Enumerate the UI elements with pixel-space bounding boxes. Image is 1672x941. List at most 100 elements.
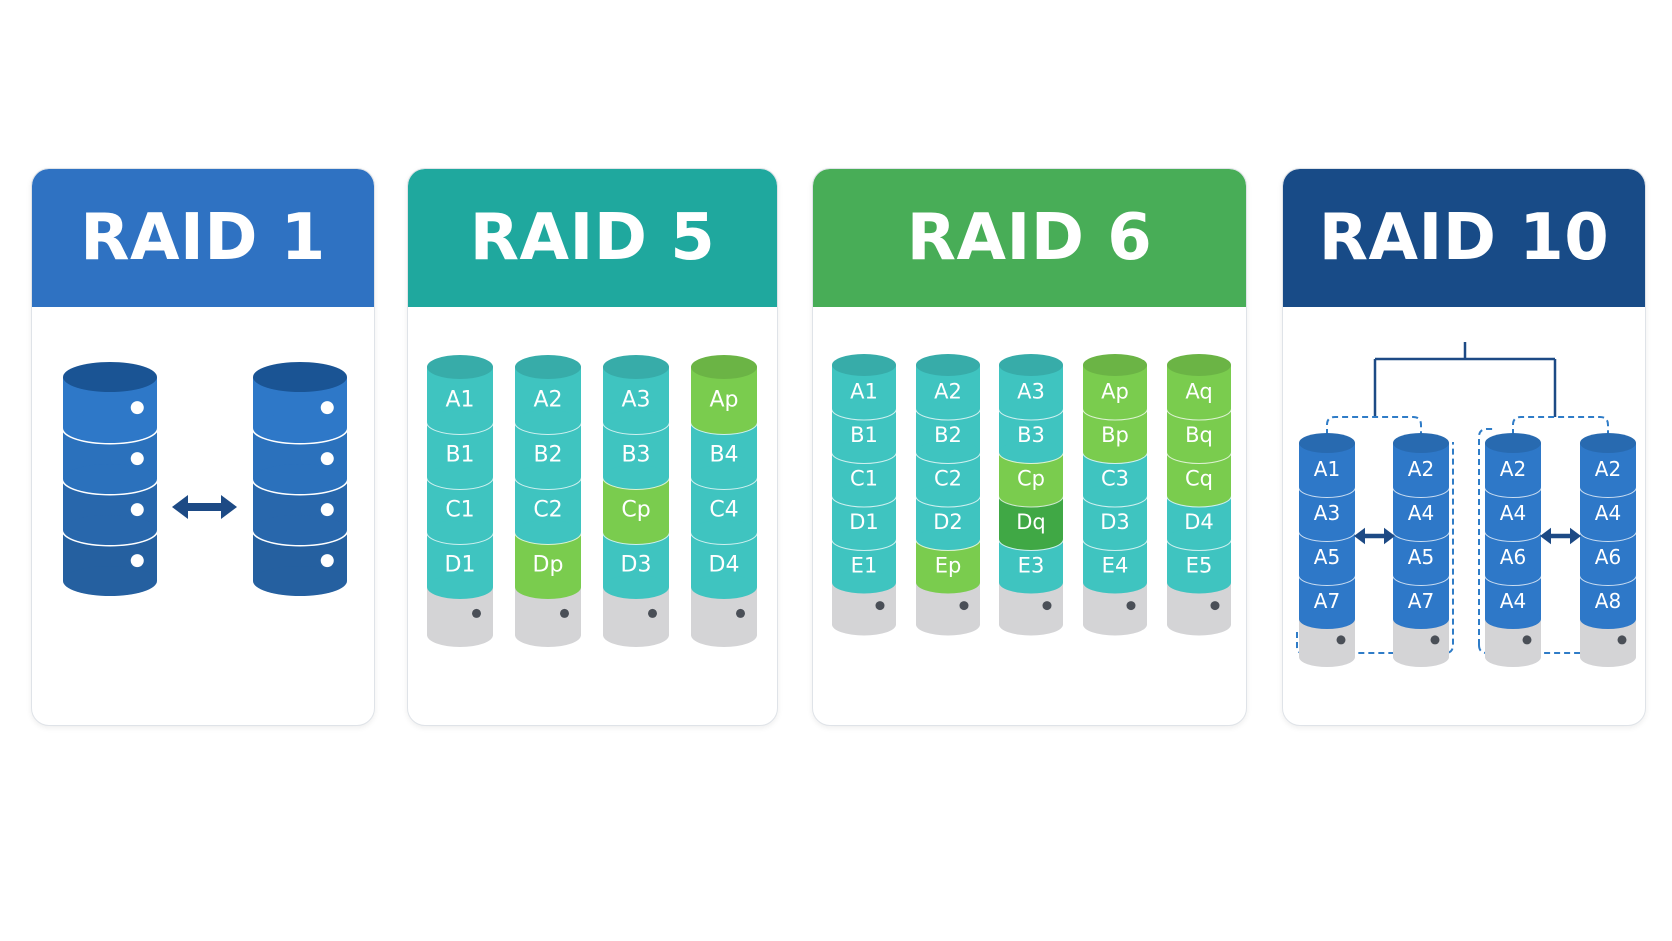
raid5-disk-4-block-label: B4: [709, 443, 738, 468]
raid5-disk-3-block-label: D3: [621, 553, 652, 578]
raid5-disk-2-led-icon: [560, 608, 569, 618]
raid6-disk-4-block-curve: [1083, 571, 1147, 594]
raid6-disk-4-block-curve: [1083, 528, 1147, 550]
raid1-disk-1-top-cap: [63, 362, 157, 392]
raid6-disk-3-led-icon: [1042, 601, 1052, 611]
raid5-disk-4-block-curve: [691, 575, 757, 599]
raid6-disk-5-block-curve: [1167, 484, 1231, 507]
raid5-disk-3-base-bottom: [603, 623, 669, 647]
raid5-disk-3-block-label: Cp: [621, 498, 650, 523]
raid10-disk-1-block-label: A5: [1314, 545, 1340, 569]
raid5-disk-1-block-label: C1: [445, 498, 474, 523]
raid10-disk-2-block-label: A4: [1408, 501, 1434, 525]
raid10-disk-1-top-cap: [1299, 433, 1355, 453]
raid10-disk-1-base-bottom: [1299, 647, 1355, 667]
raid6-disk-3-block-label: Cp: [1017, 466, 1045, 490]
raid10-disk-2-block-curve: [1393, 521, 1449, 541]
raid5-disk-3-block-label: B3: [621, 443, 650, 468]
raid1-double-arrow-icon-head-left: [172, 495, 188, 519]
raid10-mirror-bracket-1: [1326, 416, 1422, 435]
raid5-disk-2-block-curve: [515, 465, 581, 489]
raid6-disk-5-led-icon: [1210, 601, 1220, 611]
raid1-disk-1-platter-curve: [63, 413, 157, 443]
raid5-disk-1-top-cap: [427, 355, 493, 379]
raid6-disk-illustration: E1D1C1B1A1EpD2C2B2A2E3DqCpB3A3E4D3C3BpAp…: [831, 354, 1232, 636]
raid1-disk-2-platter-curve: [253, 413, 347, 443]
raid10-disk-3-block-label: A4: [1500, 501, 1526, 525]
raid10-disk-4-block-label: A6: [1595, 545, 1621, 569]
raid10-disk-3-top-cap: [1485, 433, 1541, 453]
raid1-disk-1-led-icon: [130, 452, 144, 466]
raid6-disk-1-block-curve: [832, 441, 896, 463]
raid6-disk-3-block-label: Dq: [1016, 510, 1046, 534]
raid10-mirror-bracket-2: [1512, 416, 1609, 435]
raid1-double-arrow-icon: [172, 495, 237, 519]
raid10-double-arrow-icon-2: [1540, 527, 1581, 545]
raid10-double-arrow-icon-1: [1354, 527, 1395, 545]
raid5-disk-4-top-cap: [691, 355, 757, 379]
raid10-disk-3-base-bottom: [1485, 647, 1541, 667]
raid1-disk-2-led-icon: [320, 401, 334, 415]
raid1-disk-1: [61, 362, 159, 596]
raid10-disk-3-block-curve: [1485, 521, 1541, 541]
raid6-disk-1-block-label: E1: [851, 553, 878, 577]
raid6-disk-1-block-curve: [832, 484, 896, 507]
raid1-body: [32, 307, 374, 725]
raid6-disk-4-block-label: E4: [1102, 553, 1129, 577]
raid10-disk-2-block-label: A7: [1408, 589, 1434, 613]
raid10-disk-2-block-curve: [1393, 477, 1449, 497]
raid6-disk-2-block-curve: [916, 571, 980, 594]
raid1-disk-2-top-cap: [253, 362, 347, 392]
raid6-disk-1-base-bottom: [832, 613, 896, 636]
raid6-disk-4-block-label: Bp: [1101, 423, 1129, 447]
raid6-disk-1-block-label: C1: [850, 466, 878, 490]
raid10-disk-1-block-curve: [1299, 609, 1355, 629]
raid5-disk-3-block-curve: [603, 520, 669, 544]
raid6-disk-5-block-label: Bq: [1185, 423, 1213, 447]
raid6-disk-5-block-label: E5: [1186, 553, 1213, 577]
raid6-disk-3-block-label: B3: [1017, 423, 1045, 447]
raid10-disk-3-block-label: A4: [1500, 589, 1526, 613]
raid10-disk-2-block-label: A5: [1408, 545, 1434, 569]
raid10-disk-4-block-curve: [1580, 565, 1636, 585]
raid6-disk-2-block-curve: [916, 484, 980, 507]
raid10-double-arrow-icon-2-head-right: [1570, 527, 1581, 545]
raid6-disk-2-top-cap: [916, 354, 980, 376]
raid6-disk-3-block-curve: [999, 441, 1063, 463]
raid6-disk-5-base-bottom: [1167, 613, 1231, 636]
raid6-disk-3-block-label: E3: [1018, 553, 1045, 577]
raid6-disk-1-block-label: A1: [850, 379, 878, 403]
raid5-title: RAID 5: [408, 169, 777, 307]
raid6-disk-4-top-cap: [1083, 354, 1147, 376]
raid10-disk-4-led-icon: [1617, 635, 1627, 645]
raid5-disk-2-block-label: Dp: [533, 553, 564, 578]
raid10-disk-4-block-curve: [1580, 477, 1636, 497]
raid6-disk-4-block-label: D3: [1100, 510, 1130, 534]
raid6-disk-4-block-curve: [1083, 484, 1147, 507]
raid6-disk-3-block-curve: [999, 528, 1063, 550]
raid6-disk-4-block-label: C3: [1101, 466, 1129, 490]
raid1-disk-1-platter-curve: [63, 464, 157, 494]
raid5-disk-4-base-bottom: [691, 623, 757, 647]
raid5-disk-4-block-label: C4: [709, 498, 738, 523]
raid6-disk-2-base-bottom: [916, 613, 980, 636]
raid5-disk-4-led-icon: [736, 608, 745, 618]
raid1-disk-1-platter-curve: [63, 566, 157, 596]
raid5-disk-2-block-label: B2: [533, 443, 562, 468]
raid6-disk-1-top-cap: [832, 354, 896, 376]
raid6-disk-2-block-label: Ep: [935, 553, 962, 577]
raid10-disk-3-block-curve: [1485, 565, 1541, 585]
raid10-disk-3-led-icon: [1522, 635, 1532, 645]
raid1-card: RAID 1: [31, 168, 375, 726]
raid6-disk-5-block-label: Aq: [1185, 379, 1212, 403]
raid6-disk-1-block-label: D1: [849, 510, 879, 534]
raid6-disk-1-led-icon: [875, 601, 885, 611]
